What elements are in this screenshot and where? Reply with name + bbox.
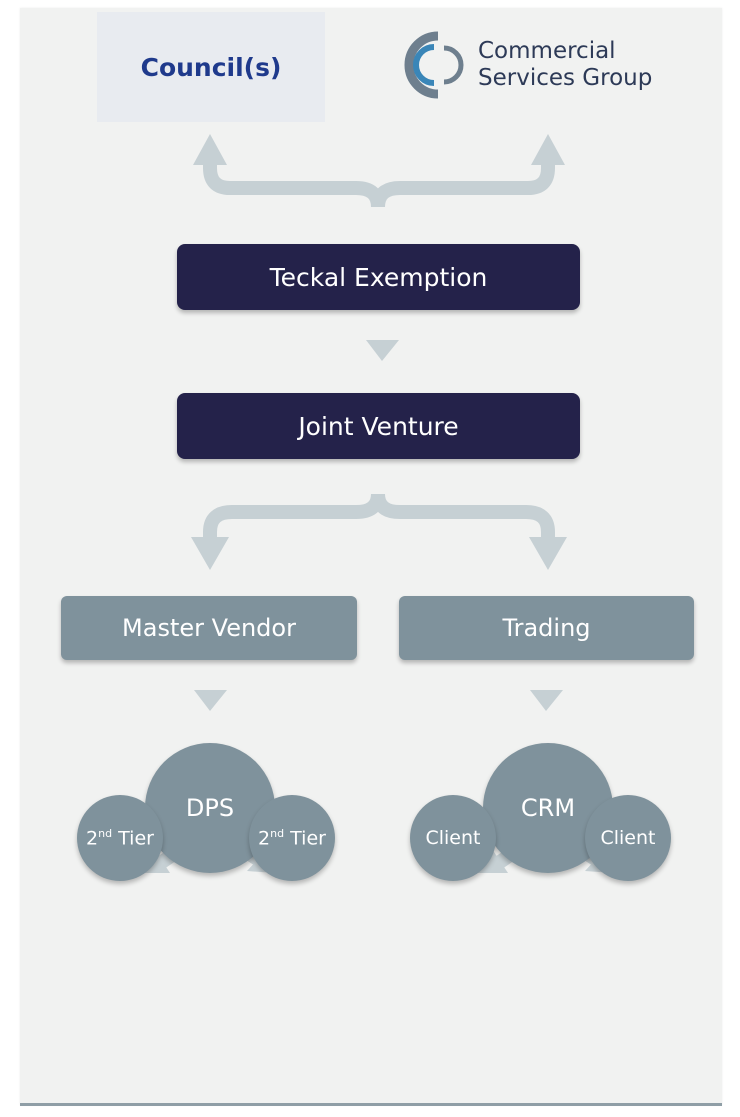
chevron-master-vendor-to-dps xyxy=(194,690,227,711)
arrowhead-csg xyxy=(531,134,565,165)
master-vendor-label: Master Vendor xyxy=(122,614,296,642)
dps-label: DPS xyxy=(185,794,235,822)
client-right-label: Client xyxy=(600,827,656,849)
bottom-divider xyxy=(20,1103,722,1106)
trading-box: Trading xyxy=(399,596,694,660)
csg-ring-logo-icon xyxy=(404,31,464,99)
joint-venture-box: Joint Venture xyxy=(177,393,580,459)
tier-left-label: 2nd Tier xyxy=(86,826,154,850)
arrow-to-master-vendor xyxy=(203,493,385,540)
second-tier-node-right: 2nd Tier xyxy=(249,795,335,881)
council-label: Council(s) xyxy=(140,52,282,82)
arrow-to-council xyxy=(203,161,385,208)
arrowhead-trading xyxy=(529,537,567,570)
arrowhead-master-vendor xyxy=(191,537,229,570)
master-vendor-box: Master Vendor xyxy=(61,596,357,660)
csg-line-2: Services Group xyxy=(478,65,653,91)
council-box: Council(s) xyxy=(97,12,325,122)
trading-label: Trading xyxy=(502,614,591,642)
tier-right-label: 2nd Tier xyxy=(258,826,326,850)
arrow-to-csg xyxy=(371,161,555,208)
csg-wordmark: Commercial Services Group xyxy=(478,38,652,92)
client-node-left: Client xyxy=(410,795,496,881)
client-node-right: Client xyxy=(585,795,671,881)
teckal-exemption-box: Teckal Exemption xyxy=(177,244,580,310)
client-left-label: Client xyxy=(425,827,481,849)
teckal-exemption-label: Teckal Exemption xyxy=(269,262,488,292)
crm-label: CRM xyxy=(520,794,576,822)
chevron-trading-to-crm xyxy=(530,690,563,711)
arrow-to-trading xyxy=(371,493,555,540)
csg-line-1: Commercial xyxy=(478,38,616,64)
second-tier-node-left: 2nd Tier xyxy=(77,795,163,881)
arrowhead-council xyxy=(193,134,227,165)
joint-venture-label: Joint Venture xyxy=(298,411,459,441)
chevron-teckal-to-jv xyxy=(366,340,399,361)
